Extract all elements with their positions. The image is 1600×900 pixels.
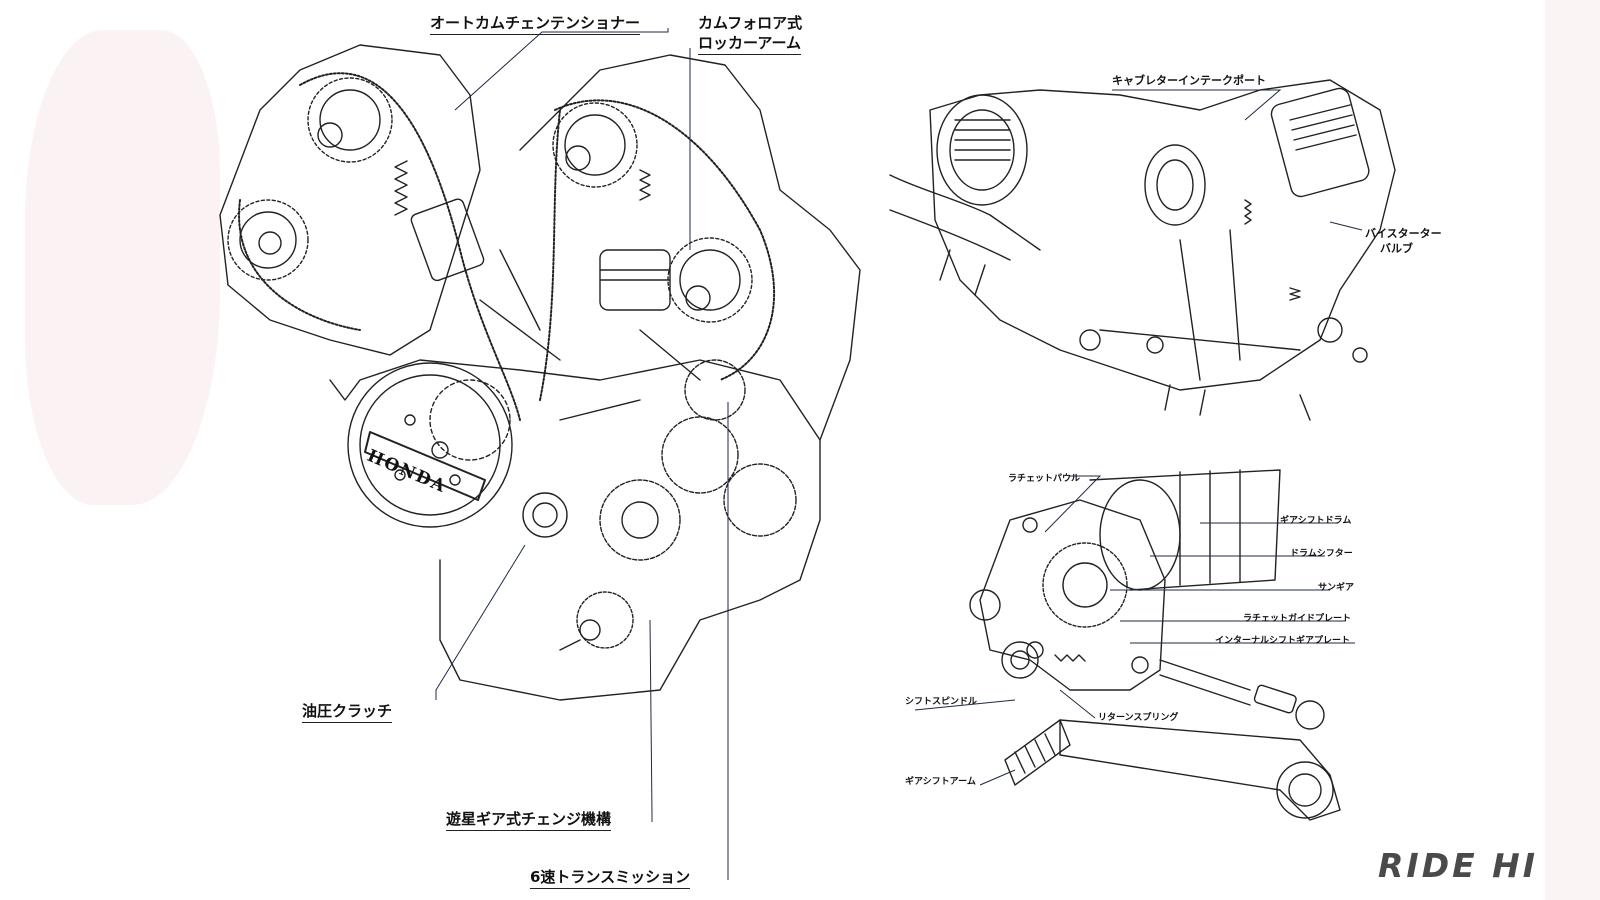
leader-lines [435, 28, 1363, 880]
label-bystarter-line2: バルブ [1380, 242, 1413, 255]
label-auto-cam-tensioner: オートカムチェンテンショナー [430, 12, 641, 35]
engine-illustration [219, 44, 861, 701]
label-drum-shifter: ドラムシフター [1290, 549, 1353, 559]
label-bystarter-line1: バイスターター [1365, 227, 1442, 240]
label-gear-shift-drum: ギアシフトドラム [1280, 516, 1352, 526]
label-return-spring: リターンスプリング [1098, 713, 1179, 723]
label-gear-shift-arm: ギアシフトアーム [905, 777, 976, 787]
label-ratchet-pawl: ラチェットパウル [1008, 474, 1081, 484]
label-planetary-gear-change: 遊星ギア式チェンジ機構 [446, 808, 612, 831]
background-smudge [25, 30, 220, 505]
label-ratchet-guide-plate: ラチェットガイドプレート [1243, 614, 1352, 624]
label-six-speed-transmission: 6速トランスミッション [530, 866, 691, 889]
label-carb-intake-port: キャブレターインテークポート [1112, 74, 1266, 87]
label-internal-shift-gear-plate: インターナルシフトギアプレート [1215, 636, 1351, 646]
label-shift-spindle: シフトスピンドル [905, 697, 978, 707]
edge-strip [1545, 0, 1600, 900]
label-cam-follower-line1: カムフォロア式 [698, 14, 803, 32]
ride-hi-logo: RIDE HI [1378, 846, 1539, 885]
label-sun-gear: サンギア [1318, 583, 1355, 593]
carburetor-illustration [889, 79, 1396, 421]
shift-mechanism-illustration [969, 469, 1341, 821]
label-cam-follower-line2: ロッカーアーム [698, 32, 802, 55]
label-hydraulic-clutch: 油圧クラッチ [302, 700, 393, 723]
